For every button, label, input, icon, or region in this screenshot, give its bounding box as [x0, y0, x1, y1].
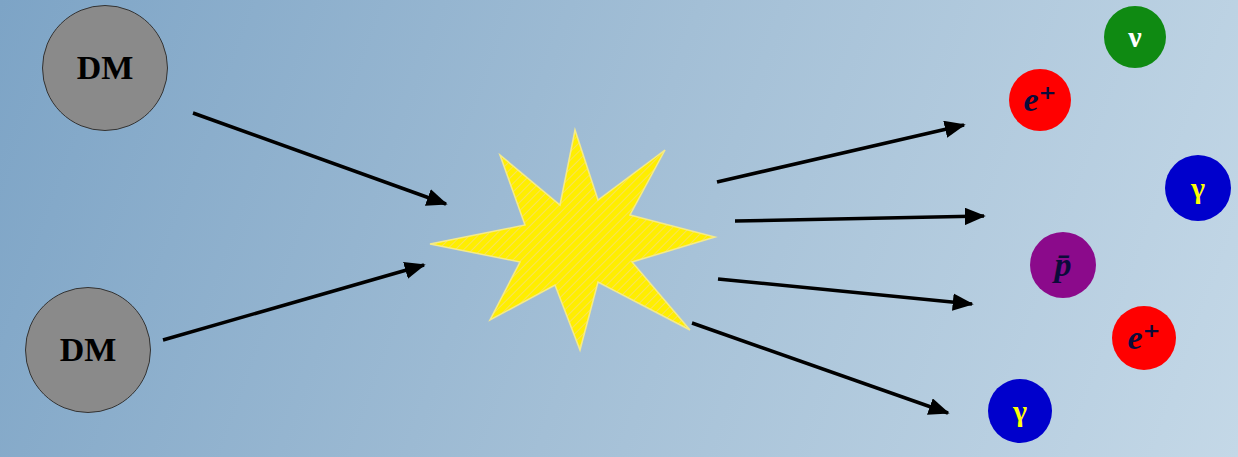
particle-label: γ [1013, 396, 1027, 426]
particle-label: p̄ [1055, 248, 1072, 282]
outgoing-arrow [692, 323, 948, 413]
positron-particle: e⁺ [1009, 69, 1071, 131]
antiproton-particle: p̄ [1030, 232, 1096, 298]
particle-label: e⁺ [1023, 83, 1056, 117]
outgoing-arrow [735, 216, 984, 221]
particle-label: γ [1191, 173, 1205, 203]
outgoing-arrow [718, 279, 972, 304]
particle-label: ν [1128, 22, 1141, 52]
incoming-arrow [163, 265, 424, 340]
particle-label: DM [77, 51, 134, 85]
dark-matter-particle: DM [25, 287, 151, 413]
incoming-arrow [193, 113, 446, 204]
explosion-star [430, 130, 715, 350]
particle-label: DM [60, 333, 117, 367]
dark-matter-particle: DM [42, 5, 168, 131]
outgoing-arrow [717, 125, 964, 182]
positron-particle: e⁺ [1112, 306, 1176, 370]
photon-particle: γ [1165, 155, 1231, 221]
photon-particle: γ [988, 379, 1052, 443]
neutrino-particle: ν [1104, 6, 1166, 68]
particle-label: e⁺ [1127, 321, 1160, 355]
